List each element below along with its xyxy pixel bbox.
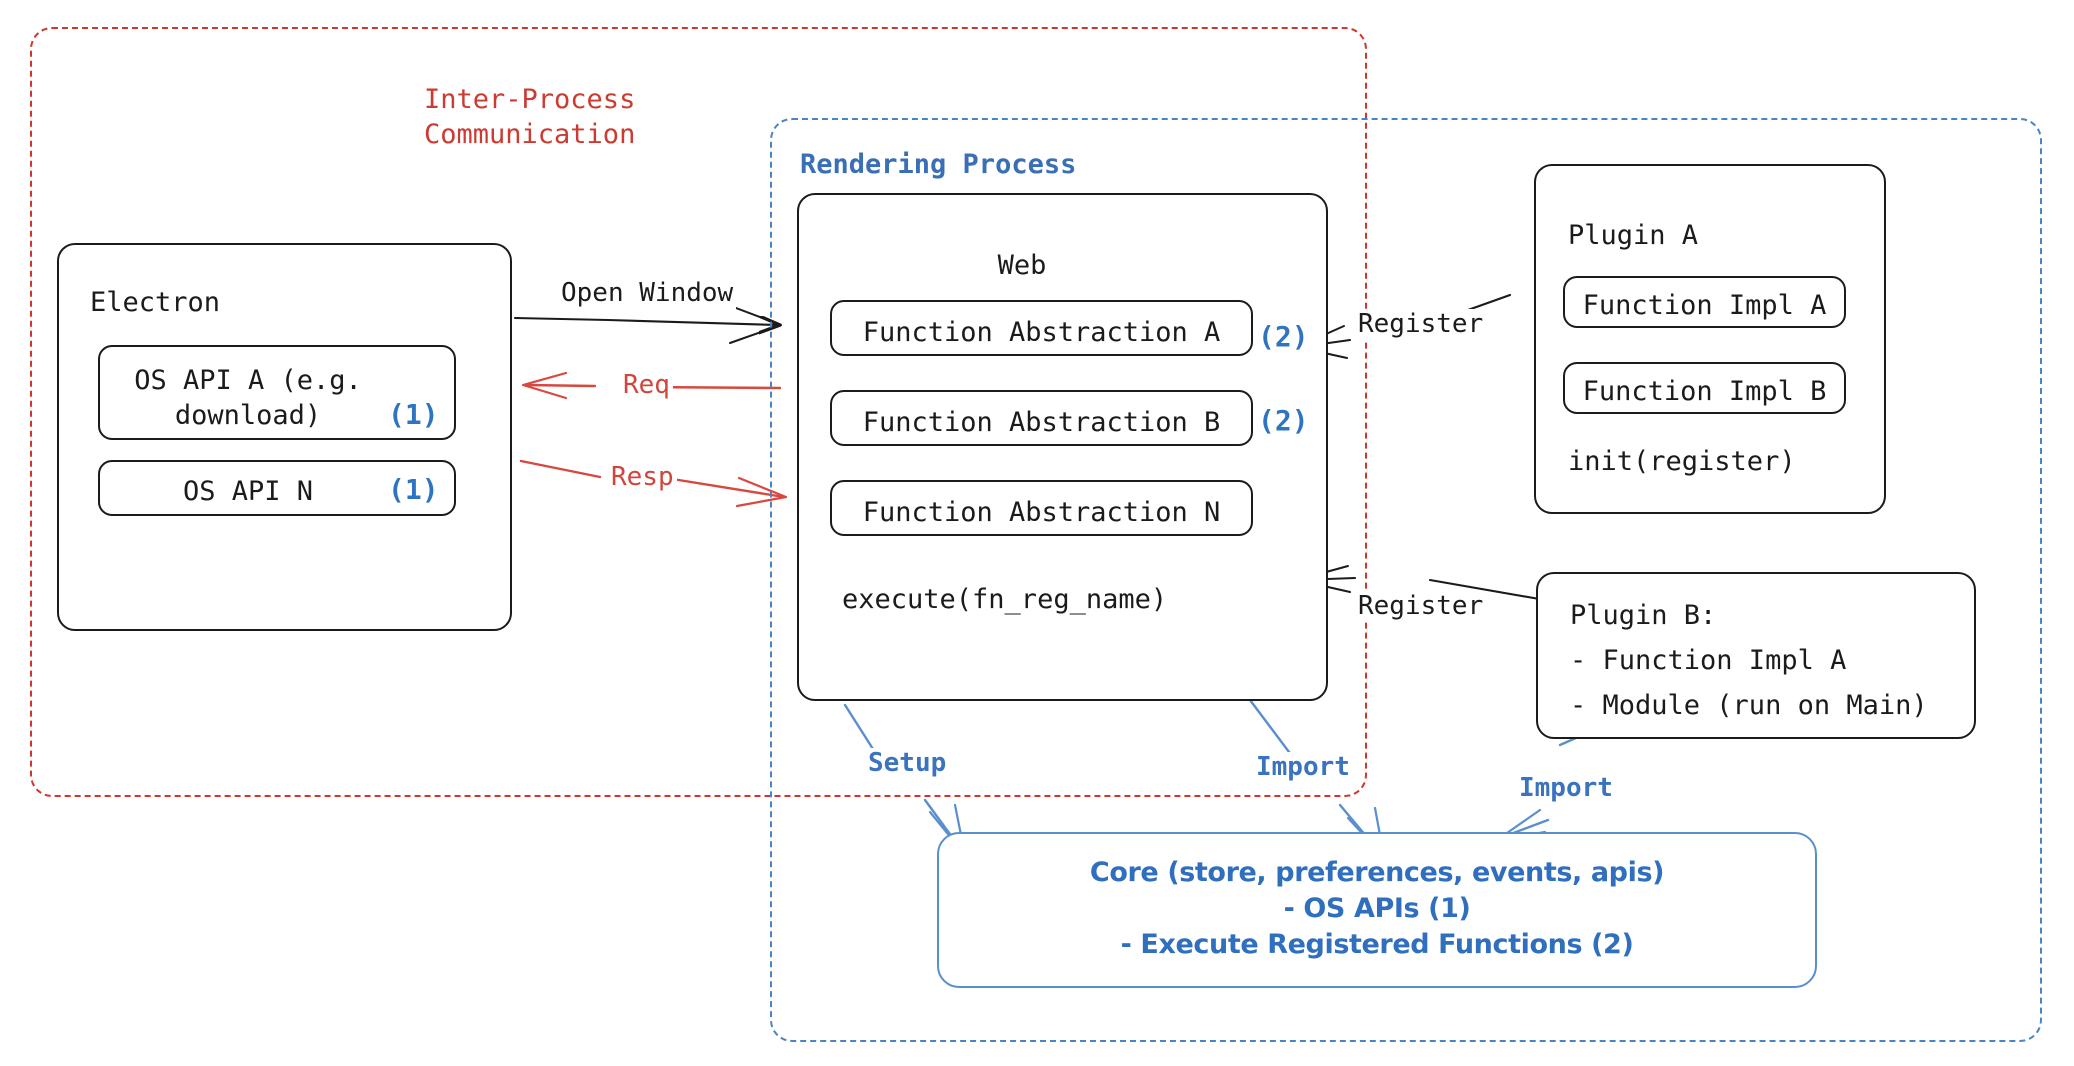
web-title-text: Web: [997, 250, 1047, 281]
group-inter-process-communication: [30, 27, 1367, 797]
edge-label-import-web: Import: [1253, 752, 1353, 784]
function-abstraction-b-marker: (2): [1258, 404, 1309, 437]
function-abstraction-b-text: Function Abstraction B: [862, 407, 1221, 438]
function-abstraction-n-text: Function Abstraction N: [862, 497, 1221, 528]
os-api-n-text: OS API N: [182, 476, 314, 507]
plugin-a-box: [1534, 164, 1886, 514]
group-rendering-title-text: Rendering Process: [800, 149, 1077, 180]
edge-label-req: Req: [620, 370, 673, 402]
web-execute-label: execute(fn_reg_name): [842, 584, 1168, 615]
core-line-1: Core (store, preferences, events, apis): [1089, 857, 1665, 888]
function-abstraction-n-label: Function Abstraction N: [830, 495, 1253, 530]
plugin-a-title: Plugin A: [1568, 220, 1699, 251]
web-box: [797, 193, 1328, 701]
group-ipc-title-line2: Communication: [424, 119, 636, 151]
plugin-a-impl-b-text: Function Impl B: [1582, 376, 1827, 407]
plugin-a-impl-b-label: Function Impl B: [1563, 374, 1846, 409]
core-box: [937, 832, 1817, 988]
core-line-3: - Execute Registered Functions (2): [1120, 929, 1634, 960]
plugin-b-box: [1536, 572, 1976, 739]
edge-label-open-window: Open Window: [558, 278, 737, 310]
function-abstraction-a-text: Function Abstraction A: [862, 317, 1221, 348]
function-abstraction-b-box: [830, 390, 1253, 446]
function-abstraction-a-box: [830, 300, 1253, 356]
plugin-a-impl-b-box: [1563, 362, 1846, 414]
core-line-2: - OS APIs (1): [1283, 893, 1471, 924]
group-rendering-title: Rendering Process: [800, 147, 1076, 182]
edge-label-resp: Resp: [608, 462, 677, 494]
electron-title: Electron: [90, 287, 221, 318]
web-title: Web: [797, 248, 1247, 283]
os-api-a-label: OS API A (e.g. download): [98, 363, 398, 433]
group-ipc-title-line1: Inter-Process: [424, 84, 636, 115]
edge-label-import-plugin: Import: [1516, 773, 1616, 805]
function-abstraction-a-label: Function Abstraction A: [830, 315, 1253, 350]
os-api-a-text: OS API A (e.g. download): [134, 365, 362, 432]
group-rendering-process: [770, 118, 2042, 1042]
function-abstraction-n-box: [830, 480, 1253, 536]
os-api-n-label: OS API N: [98, 474, 398, 509]
plugin-a-impl-a-label: Function Impl A: [1563, 288, 1846, 323]
function-abstraction-b-label: Function Abstraction B: [830, 405, 1253, 440]
os-api-n-marker: (1): [388, 473, 439, 506]
edge-label-register-plugin-a: Register: [1355, 309, 1487, 341]
edge-label-setup: Setup: [865, 748, 950, 780]
plugin-b-title: Plugin B:: [1570, 600, 1717, 631]
os-api-n-box: [98, 460, 456, 516]
plugin-a-impl-a-box: [1563, 276, 1846, 328]
function-abstraction-a-marker: (2): [1258, 320, 1309, 353]
plugin-a-init-label: init(register): [1568, 446, 1796, 477]
plugin-b-item-1: - Module (run on Main): [1570, 690, 1928, 721]
os-api-a-marker: (1): [388, 398, 439, 431]
plugin-b-item-0: - Function Impl A: [1570, 645, 1847, 676]
edge-label-register-plugin-b: Register: [1355, 591, 1487, 623]
plugin-a-impl-a-text: Function Impl A: [1582, 290, 1827, 321]
os-api-a-box: [98, 345, 456, 440]
